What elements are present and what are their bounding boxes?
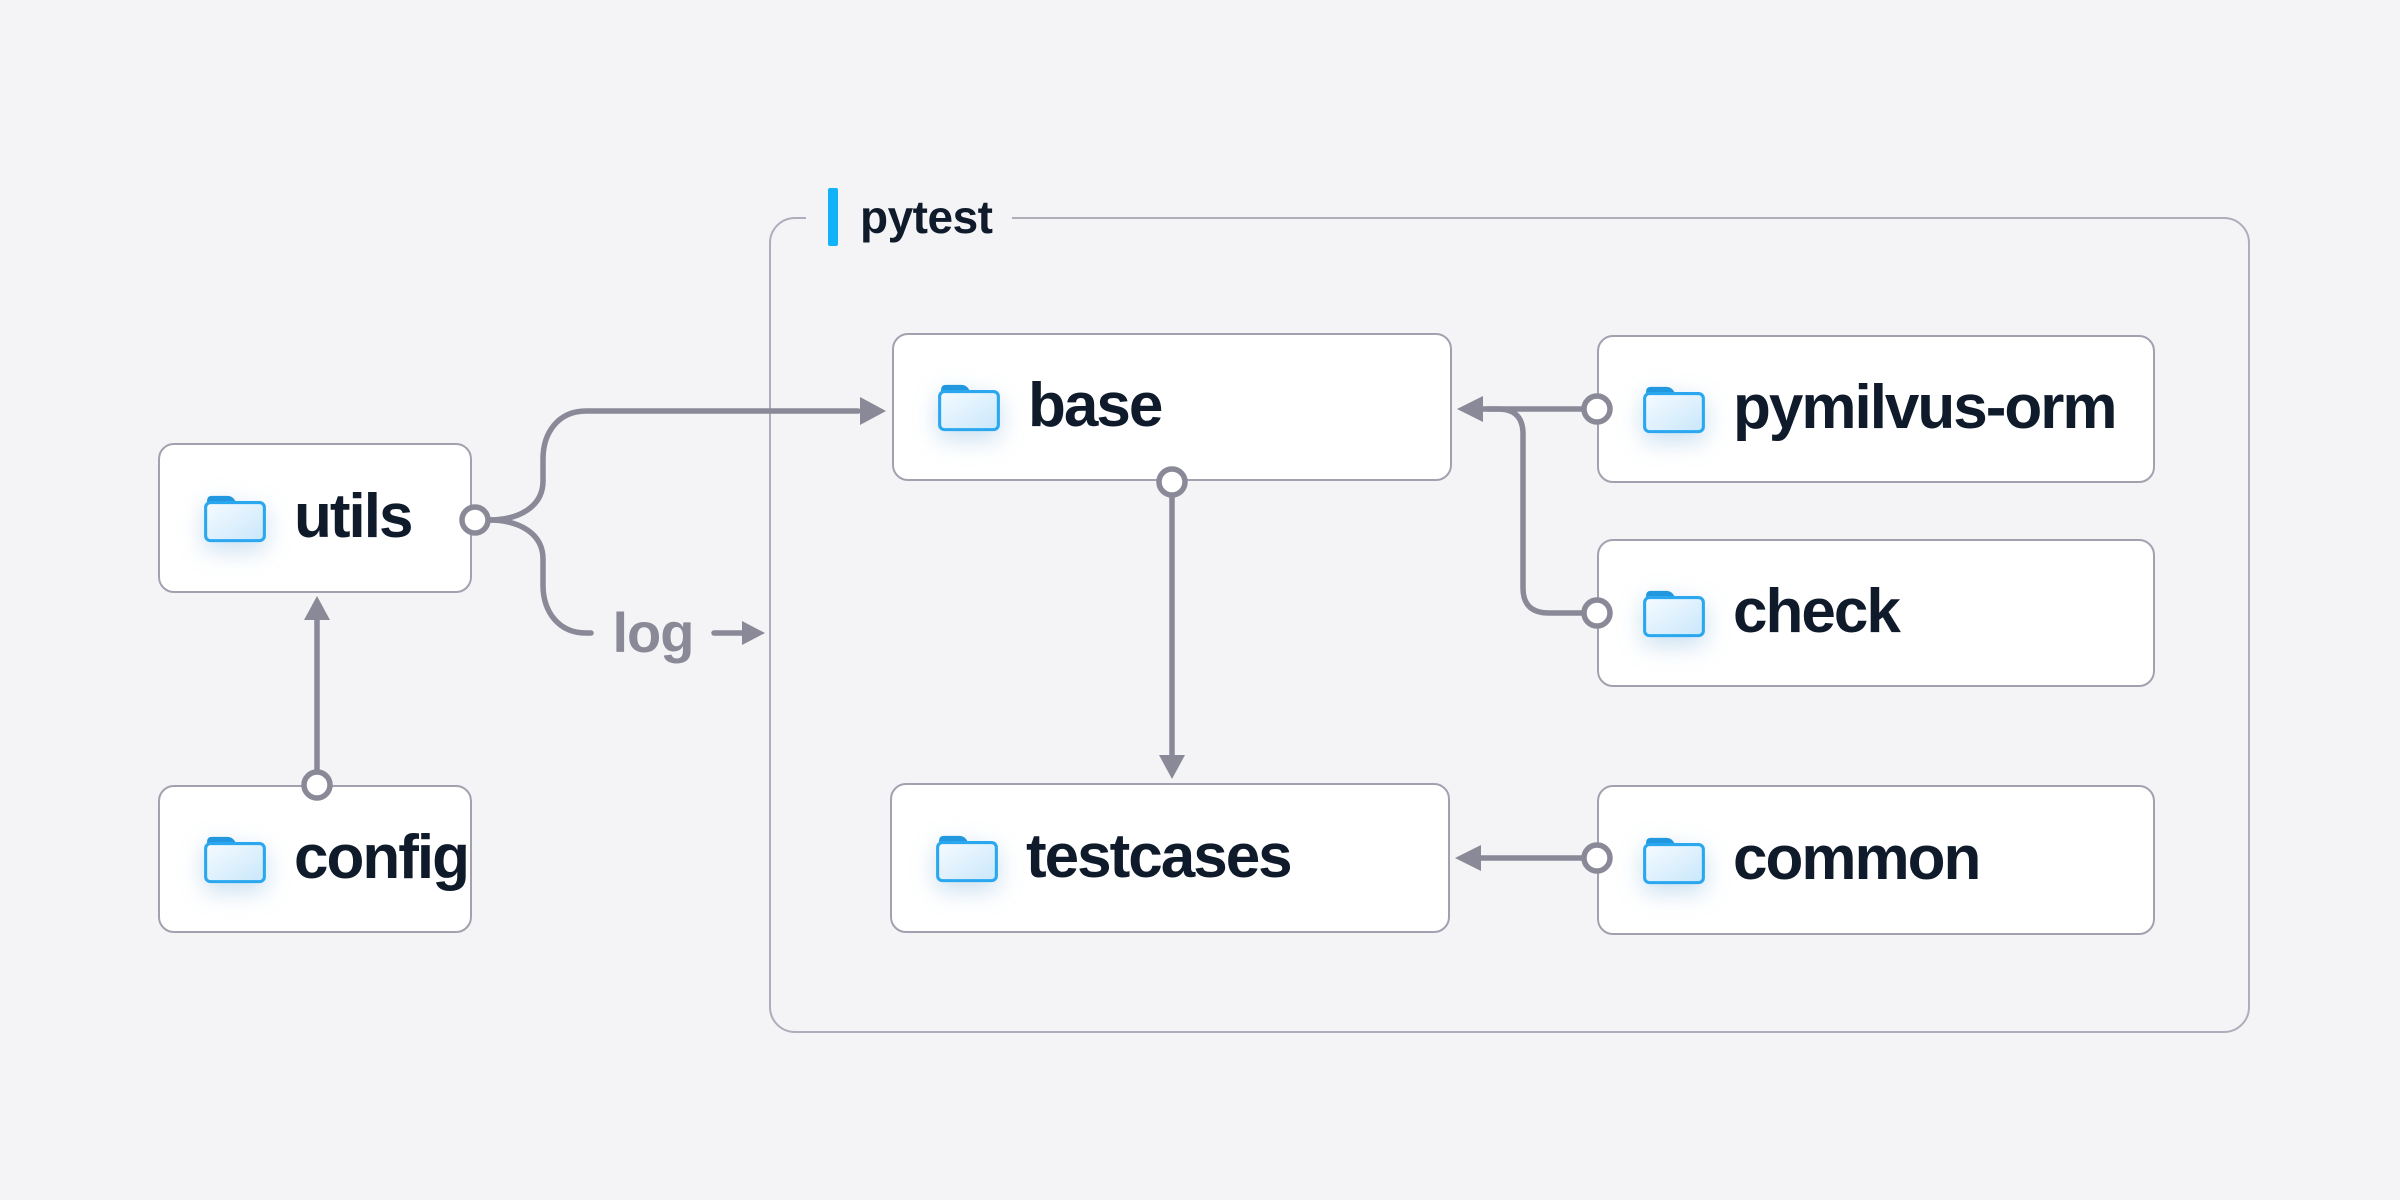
node-label-common: common bbox=[1733, 823, 1981, 893]
folder-icon bbox=[934, 832, 1000, 884]
edge-config-utils bbox=[301, 596, 333, 801]
accent-bar bbox=[828, 188, 838, 246]
node-label-base: base bbox=[1028, 370, 1163, 440]
folder-icon bbox=[1641, 383, 1707, 435]
node-label-check: check bbox=[1733, 576, 1901, 646]
node-check: check bbox=[1597, 539, 2155, 687]
node-label-pymilvus-orm: pymilvus-orm bbox=[1733, 372, 2118, 442]
node-testcases: testcases bbox=[890, 783, 1450, 933]
group-title: pytest bbox=[860, 191, 993, 243]
folder-icon bbox=[202, 833, 268, 885]
node-label-config: config bbox=[294, 822, 470, 892]
node-label-utils: utils bbox=[294, 481, 413, 551]
pytest-group-label: pytest bbox=[806, 186, 1013, 248]
node-config: config bbox=[158, 785, 472, 933]
edge-label-log: log bbox=[612, 601, 695, 664]
pytest-group bbox=[769, 217, 2250, 1033]
node-utils: utils bbox=[158, 443, 472, 593]
node-pymilvus-orm: pymilvus-orm bbox=[1597, 335, 2155, 483]
folder-icon bbox=[1641, 834, 1707, 886]
node-base: base bbox=[892, 333, 1452, 481]
folder-icon bbox=[1641, 587, 1707, 639]
folder-icon bbox=[936, 381, 1002, 433]
folder-icon bbox=[202, 492, 268, 544]
node-label-testcases: testcases bbox=[1026, 821, 1293, 891]
node-common: common bbox=[1597, 785, 2155, 935]
